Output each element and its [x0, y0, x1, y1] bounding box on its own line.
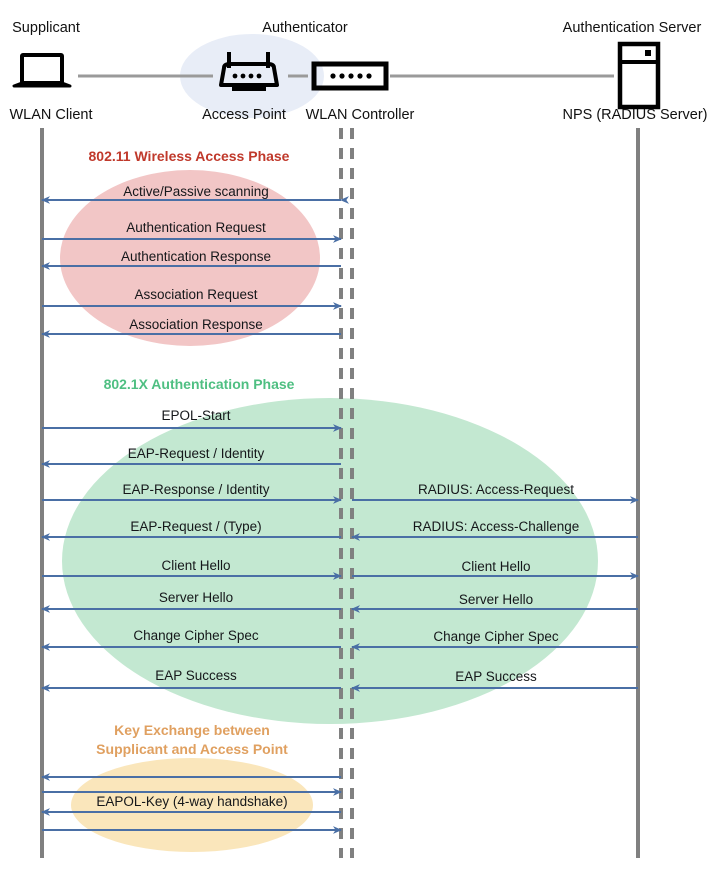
message-label-eap-success-left: EAP Success [155, 668, 237, 683]
message-label-eap-request-identity: EAP-Request / Identity [127, 446, 265, 461]
message-label-eapol-start: EPOL-Start [161, 408, 231, 423]
message-label-active-passive-scanning: Active/Passive scanning [123, 184, 269, 199]
message-label-authentication-request: Authentication Request [126, 220, 266, 235]
phase-title-key-exchange: Key Exchange between Supplicant and Acce… [96, 721, 288, 759]
actor-role-auth-server: Authentication Server [562, 20, 702, 36]
actor-role-supplicant: Supplicant [12, 20, 80, 36]
actor-role-authenticator: Authenticator [262, 20, 348, 36]
message-label-client-hello-left: Client Hello [161, 558, 231, 573]
phase-region-key-exchange [71, 758, 313, 852]
message-label-radius-access-request: RADIUS: Access-Request [417, 482, 575, 497]
server-icon [617, 41, 661, 110]
message-label-change-cipher-spec-left: Change Cipher Spec [133, 628, 259, 643]
message-label-eap-response-identity: EAP-Response / Identity [122, 482, 270, 497]
wlan-controller-icon [311, 61, 389, 91]
message-label-eap-request-type: EAP-Request / (Type) [130, 519, 262, 534]
access-point-icon [219, 52, 279, 91]
message-label-authentication-response: Authentication Response [120, 249, 272, 264]
actor-device-wlan-controller: WLAN Controller [305, 107, 415, 123]
phase-region-dot1x-auth [62, 398, 598, 724]
actor-device-wlan-client: WLAN Client [9, 107, 93, 123]
message-label-eapol-key: EAPOL-Key (4-way handshake) [96, 794, 288, 809]
phase-title-dot1x-auth: 802.1X Authentication Phase [103, 376, 295, 392]
message-label-association-response: Association Response [129, 317, 263, 332]
message-arrow-group [41, 196, 639, 834]
message-label-client-hello-right: Client Hello [461, 559, 531, 574]
message-label-server-hello-right: Server Hello [458, 592, 534, 607]
laptop-icon [12, 53, 72, 88]
actor-device-access-point: Access Point [202, 107, 286, 123]
message-label-association-request: Association Request [134, 287, 258, 302]
phase-title-key-exchange-line1: Key Exchange between [114, 722, 270, 738]
phase-title-key-exchange-line2: Supplicant and Access Point [96, 740, 288, 757]
message-label-eap-success-right: EAP Success [455, 669, 537, 684]
message-label-server-hello-left: Server Hello [158, 590, 234, 605]
phase-title-wireless-access: 802.11 Wireless Access Phase [88, 148, 290, 164]
message-label-change-cipher-spec-right: Change Cipher Spec [433, 629, 559, 644]
actor-device-nps-radius-server: NPS (RADIUS Server) [562, 107, 708, 123]
phase-region-wireless-access [60, 170, 320, 346]
message-label-radius-access-challenge: RADIUS: Access-Challenge [412, 519, 580, 534]
